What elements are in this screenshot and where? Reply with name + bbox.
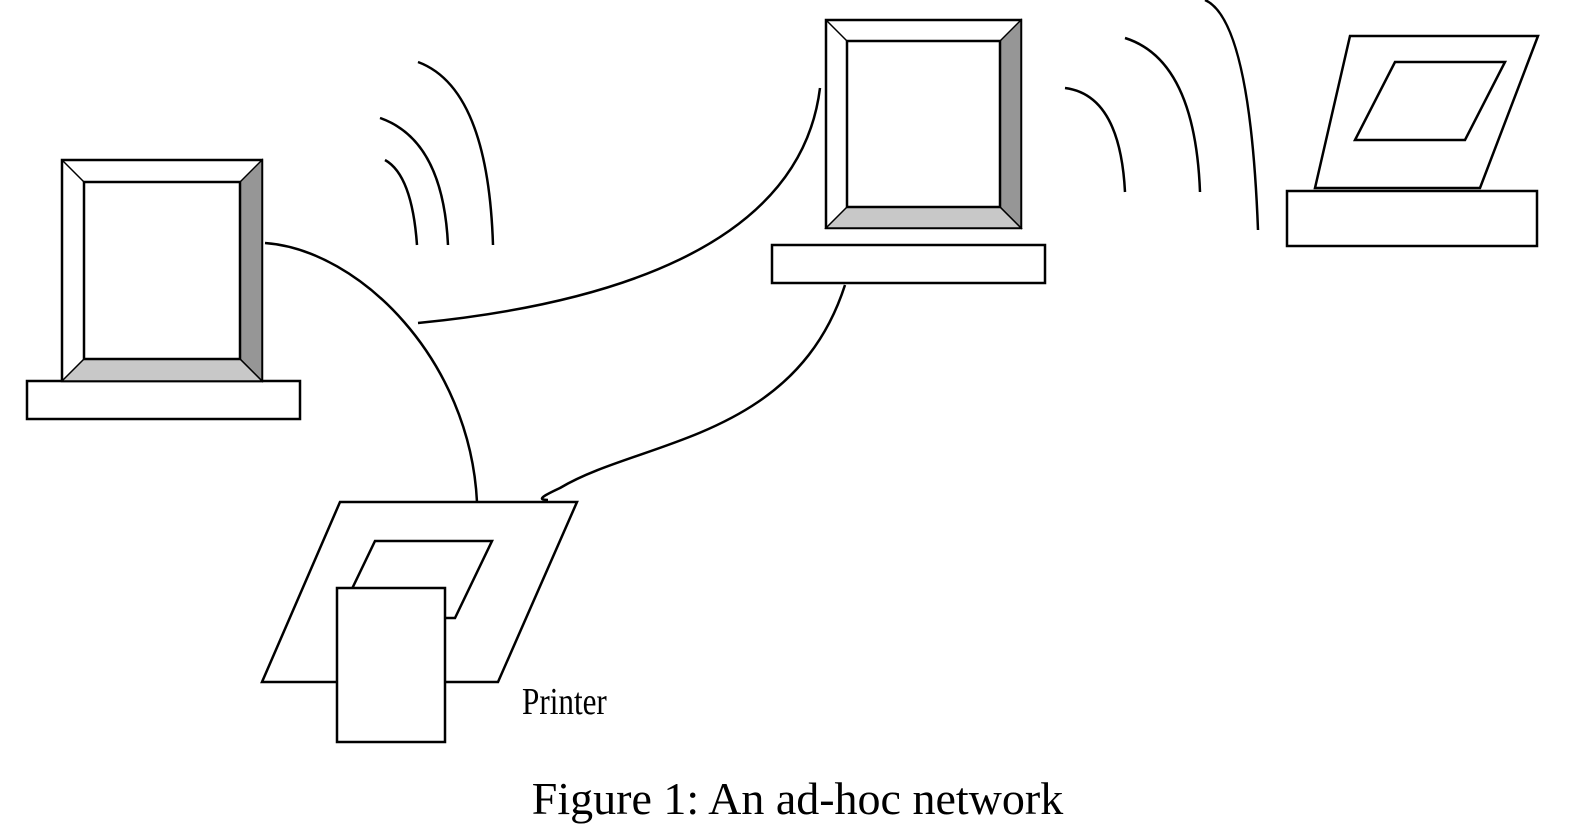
wireless-signal-icon	[1064, 0, 1260, 231]
network-cables	[264, 87, 847, 503]
desktop-computer-icon	[25, 158, 302, 421]
ad-hoc-network-diagram	[25, 0, 1540, 744]
wireless-signal-icon	[379, 60, 495, 246]
printer-icon	[260, 500, 579, 744]
desktop-computer-icon	[770, 18, 1047, 285]
printer-label: Printer	[522, 681, 607, 723]
cable-left-pc-to-printer	[264, 241, 479, 503]
laptop-icon	[1285, 34, 1540, 248]
cable-left-junction-to-center-pc	[417, 87, 822, 325]
cable-center-pc-to-printer	[540, 284, 847, 502]
figure-caption: Figure 1: An ad-hoc network	[531, 773, 1064, 824]
